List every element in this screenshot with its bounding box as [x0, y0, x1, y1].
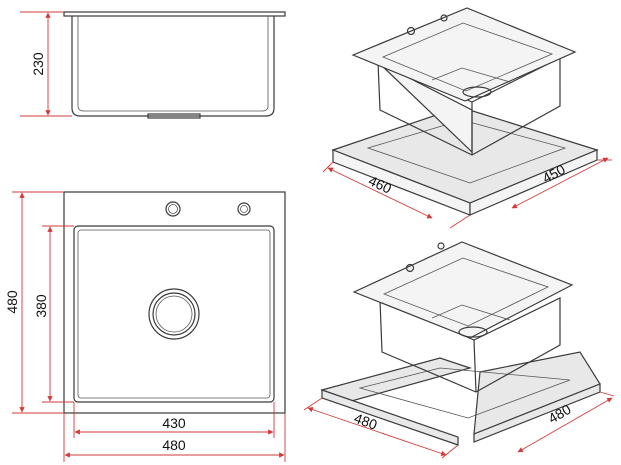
top-inner-bowl-edge	[77, 229, 271, 399]
iso-upper-tap-hole	[406, 26, 416, 36]
iso-upper-flange	[351, 7, 577, 102]
drain-ring	[152, 292, 196, 336]
drain-inner	[155, 295, 193, 333]
side-basin-inner	[77, 16, 269, 112]
top-outer-height-label: 480	[4, 290, 20, 314]
side-depth-label: 230	[30, 52, 46, 76]
iso-upper-dim-ext-2	[449, 214, 471, 229]
top-inner-width-label: 430	[162, 415, 186, 431]
top-inner-height-label: 380	[33, 294, 49, 318]
iso-lower-drain	[458, 326, 488, 338]
iso-lower-flange	[352, 241, 574, 339]
overflow-hole-inner	[240, 205, 248, 213]
iso-view-lower: 480 480	[303, 241, 615, 459]
iso-upper-dim-ext-1	[322, 161, 334, 173]
iso-lower-tap-hole	[405, 263, 415, 273]
iso-lower-left-label: 480	[352, 410, 380, 433]
side-drain	[147, 113, 201, 119]
top-outer-width-label: 480	[162, 437, 186, 453]
iso-lower-bowl-floor	[431, 304, 511, 321]
iso-view-upper: 460 450	[322, 7, 612, 229]
iso-upper-drain	[462, 86, 492, 98]
iso-upper-left-dimension-line	[327, 167, 433, 219]
iso-upper-overflow-hole	[440, 14, 448, 22]
iso-upper-plate-cutout	[366, 119, 567, 184]
iso-lower-dim-ext-3	[599, 391, 615, 397]
iso-upper-bowl-floor	[431, 67, 511, 83]
iso-upper-right-dimension-line	[511, 157, 609, 209]
iso-lower-right-dimension-line	[517, 397, 613, 453]
tap-hole	[165, 201, 181, 217]
iso-lower-overflow-hole	[437, 242, 445, 250]
iso-lower-sink-corner	[473, 339, 477, 393]
side-basin	[71, 16, 275, 117]
top-inner-bowl	[73, 225, 275, 403]
iso-lower-left-dimension-line	[307, 407, 447, 456]
drain-outer	[148, 288, 200, 340]
side-rim	[63, 11, 286, 17]
top-outer-frame	[63, 191, 286, 414]
iso-lower-dim-ext-1	[303, 397, 323, 411]
side-view: 230	[20, 11, 286, 119]
iso-lower-dim-ext-2	[441, 444, 459, 459]
top-view: 480 380 430 480	[4, 191, 286, 462]
iso-lower-bowl-opening	[382, 257, 550, 327]
iso-lower-plate-front-left	[321, 389, 459, 446]
iso-upper-bowl-opening	[381, 22, 554, 92]
tap-hole-inner	[168, 204, 178, 214]
overflow-hole	[237, 202, 251, 216]
